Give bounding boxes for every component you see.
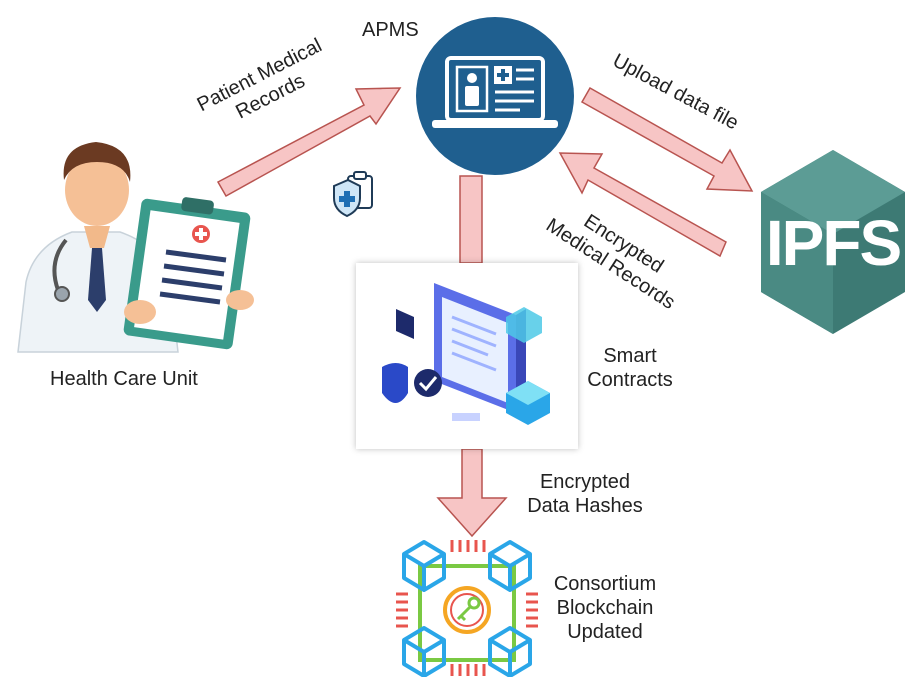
ipfs-hexagon-icon [761,150,905,334]
arrow-upload-data [580,86,754,192]
arrow-encrypted-records [558,152,727,258]
medical-shield-clipboard-icon [333,171,373,218]
smart-contracts-label-line2: Contracts [587,369,673,391]
doctor-with-clipboard-icon [17,142,254,353]
smart-contracts-label: Smart Contracts [580,344,680,392]
apms-label: APMS [362,19,419,41]
arrow-contracts-to-blockchain [436,448,508,538]
blockchain-label-line1: Consortium [553,573,657,595]
blockchain-label-line2: Blockchain [556,597,654,619]
data-hashes-label-line2: Data Hashes [527,495,643,517]
ipfs-logo-text: IPFS [765,207,902,279]
health-care-unit-label: Health Care Unit [50,368,198,390]
blockchain-label: Consortium Blockchain Updated [540,572,670,644]
arrow-apms-to-contracts [459,175,483,264]
arrow-patient-records [216,87,402,198]
monitor-medical-record-icon [416,17,574,175]
smart-contracts-label-line1: Smart [603,345,657,367]
data-hashes-label-line1: Encrypted [539,471,631,493]
smart-contracts-card [356,263,578,449]
blockchain-label-line3: Updated [567,621,643,643]
smart-contract-isometric-icon [382,283,550,425]
data-hashes-label: Encrypted Data Hashes [515,470,655,518]
blockchain-network-key-icon [396,540,538,677]
